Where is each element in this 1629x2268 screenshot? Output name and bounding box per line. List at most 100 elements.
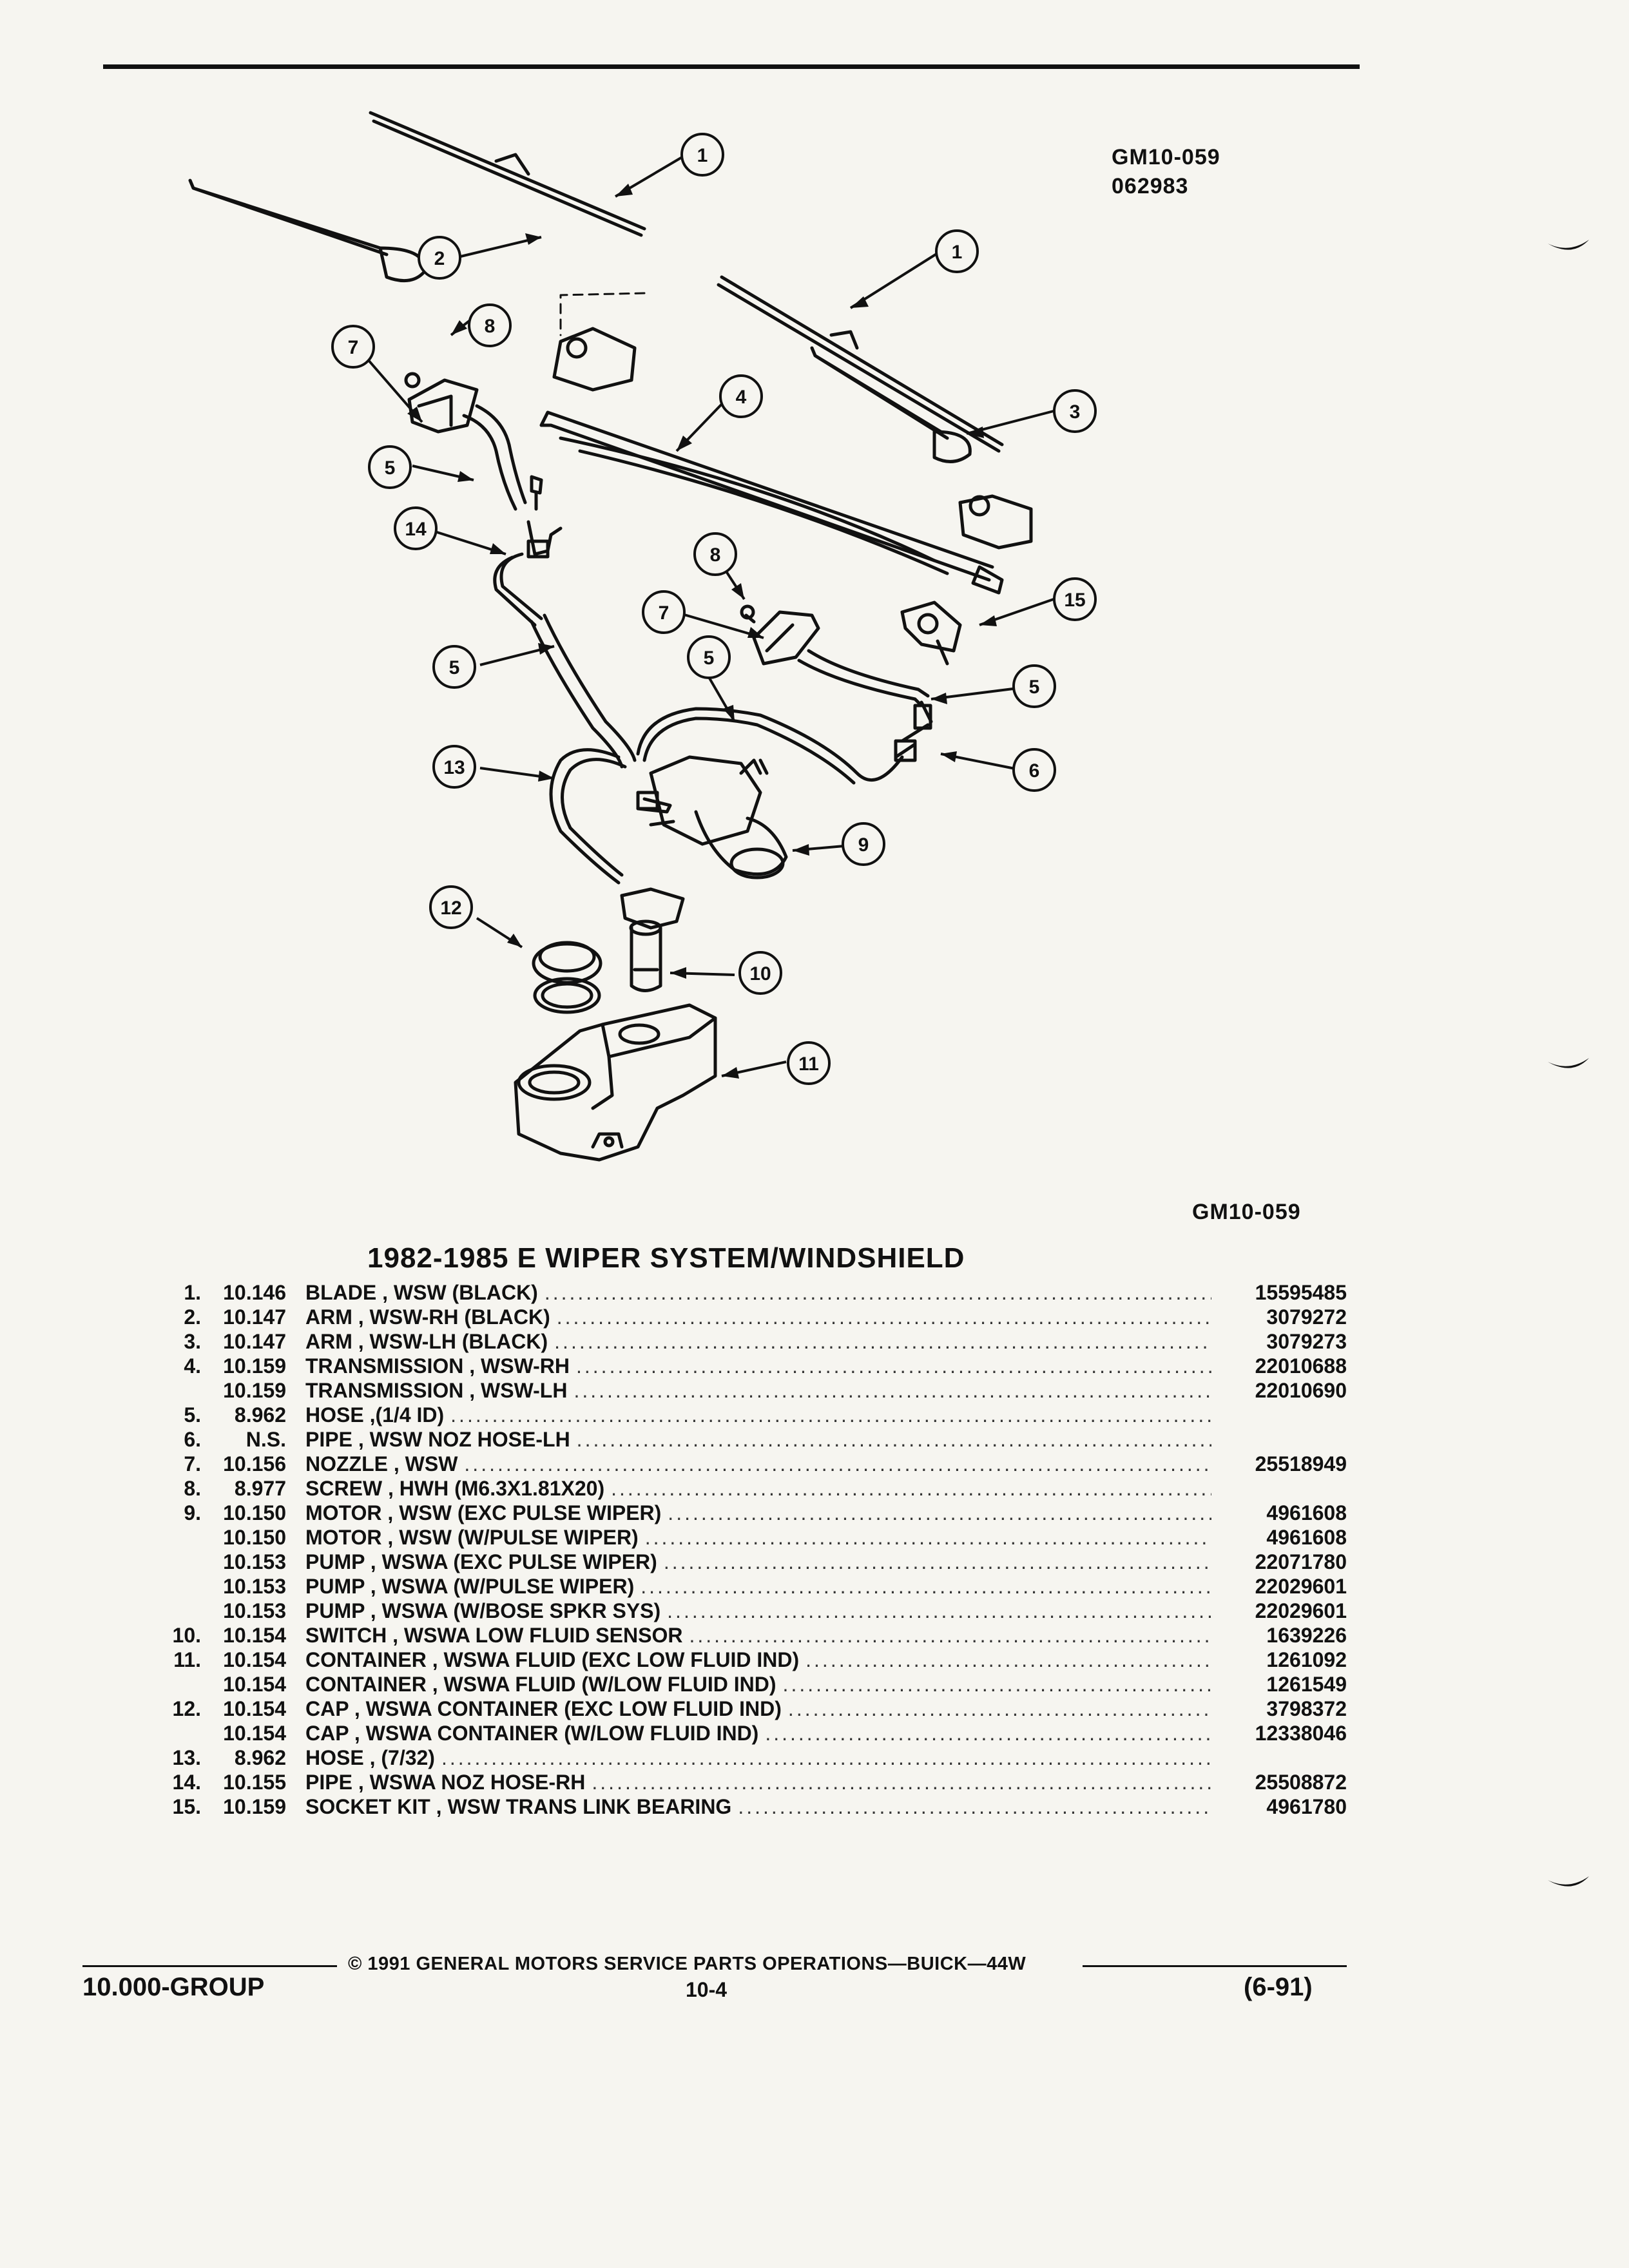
item-number: 1. — [184, 1281, 201, 1304]
page-title: 1982-1985 E WIPER SYSTEM/WINDSHIELD — [367, 1242, 965, 1274]
part-number: 22010690 — [1255, 1379, 1347, 1402]
part-description: SCREW , HWH (M6.3X1.81X20) — [305, 1477, 605, 1500]
item-number: 8. — [184, 1477, 201, 1500]
part-description: HOSE ,(1/4 ID) — [305, 1403, 445, 1427]
leader-dots: ........................................… — [668, 1501, 1211, 1524]
description-cell: ARM , WSW-LH (BLACK)....................… — [305, 1330, 1211, 1354]
top-rule — [103, 64, 1360, 69]
hose-middle — [636, 707, 904, 785]
reservoir-cap — [532, 941, 602, 1014]
description-cell: NOZZLE , WSW............................… — [305, 1452, 1211, 1476]
figure-id-top: GM10-059 — [1112, 145, 1220, 169]
svg-text:15: 15 — [1064, 590, 1085, 611]
part-number: 22071780 — [1255, 1550, 1347, 1573]
group-code: 10.159 — [223, 1379, 286, 1402]
svg-text:7: 7 — [659, 602, 670, 624]
part-number: 22029601 — [1255, 1599, 1347, 1622]
part-description: BLADE , WSW (BLACK) — [305, 1281, 538, 1304]
group-code: 10.153 — [223, 1599, 286, 1622]
group-code: 10.153 — [223, 1575, 286, 1598]
leader-dots: ........................................… — [592, 1771, 1211, 1794]
part-description: MOTOR , WSW (EXC PULSE WIPER) — [305, 1501, 662, 1524]
part-number: 4961608 — [1266, 1526, 1347, 1549]
binding-mark — [1548, 240, 1589, 250]
part-description: HOSE , (7/32) — [305, 1746, 435, 1769]
part-number: 25518949 — [1255, 1452, 1347, 1475]
svg-text:12: 12 — [440, 898, 461, 919]
part-description: ARM , WSW-RH (BLACK) — [305, 1305, 550, 1329]
part-description: PUMP , WSWA (W/BOSE SPKR SYS) — [305, 1599, 661, 1622]
leader-dots: ........................................… — [667, 1599, 1211, 1622]
screw — [530, 475, 543, 511]
parts-row: 10.150 MOTOR , WSW (W/PULSE WIPER).......… — [148, 1526, 1347, 1550]
description-cell: PUMP , WSWA (EXC PULSE WIPER)...........… — [305, 1550, 1211, 1574]
callout-10: 10 — [738, 951, 782, 995]
item-number: 9. — [184, 1501, 201, 1524]
item-number: 14. — [172, 1771, 201, 1794]
figure-date-code: 062983 — [1112, 174, 1189, 198]
svg-text:8: 8 — [485, 316, 496, 337]
group-code: 10.150 — [223, 1526, 286, 1549]
svg-text:11: 11 — [798, 1053, 819, 1075]
description-cell: CAP , WSWA CONTAINER (W/LOW FLUID IND)..… — [305, 1722, 1211, 1745]
nozzle-right — [740, 604, 820, 666]
group-code: 10.159 — [223, 1795, 286, 1818]
group-code: 10.154 — [223, 1697, 286, 1720]
figure-id-bottom: GM10-059 — [1192, 1200, 1301, 1224]
description-cell: CAP , WSWA CONTAINER (EXC LOW FLUID IND)… — [305, 1697, 1211, 1721]
callout-13: 13 — [432, 745, 476, 789]
part-number: 3798372 — [1266, 1697, 1347, 1720]
description-cell: ARM , WSW-RH (BLACK)....................… — [305, 1305, 1211, 1329]
group-code: 10.150 — [223, 1501, 286, 1524]
leader-dots: ........................................… — [663, 1550, 1211, 1573]
leader-dots: ........................................… — [738, 1795, 1211, 1818]
description-cell: SCREW , HWH (M6.3X1.81X20)..............… — [305, 1477, 1211, 1501]
group-code: 10.154 — [223, 1648, 286, 1671]
callout-11: 11 — [787, 1041, 831, 1085]
leader-dots: ........................................… — [689, 1624, 1211, 1647]
part-description: NOZZLE , WSW — [305, 1452, 458, 1475]
copyright: © 1991 GENERAL MOTORS SERVICE PARTS OPER… — [348, 1954, 1027, 1974]
parts-row: 8. 8.977 SCREW , HWH (M6.3X1.81X20).......… — [148, 1477, 1347, 1501]
group-code: 8.977 — [234, 1477, 286, 1500]
part-number: 3079272 — [1266, 1305, 1347, 1329]
pipe-nozzle-hose-rh — [493, 520, 563, 627]
group-code: N.S. — [246, 1428, 286, 1451]
callout-1b: 1 — [935, 229, 979, 273]
item-number: 15. — [172, 1795, 201, 1818]
leader-dots: ........................................… — [576, 1428, 1211, 1451]
leader-dots: ........................................… — [787, 1697, 1211, 1720]
part-number: 25508872 — [1255, 1771, 1347, 1794]
parts-row: 9. 10.150 MOTOR , WSW (EXC PULSE WIPER)...… — [148, 1501, 1347, 1526]
callout-12: 12 — [429, 885, 473, 929]
svg-text:8: 8 — [710, 544, 721, 566]
part-number: 1639226 — [1266, 1624, 1347, 1647]
part-number: 1261549 — [1266, 1673, 1347, 1696]
leader-dots: ........................................… — [611, 1477, 1211, 1500]
item-number: 5. — [184, 1403, 201, 1427]
description-cell: MOTOR , WSW (W/PULSE WIPER).............… — [305, 1526, 1211, 1550]
page-number: 10-4 — [686, 1978, 728, 2001]
leader-dots: ........................................… — [544, 1281, 1211, 1304]
description-cell: HOSE , (7/32)...........................… — [305, 1746, 1211, 1770]
svg-text:5: 5 — [704, 648, 715, 669]
svg-text:3: 3 — [1070, 401, 1081, 423]
part-description: CONTAINER , WSWA FLUID (W/LOW FLUID IND) — [305, 1673, 776, 1696]
washer-fluid-container — [514, 1003, 717, 1162]
callout-8b: 8 — [693, 532, 737, 576]
callout-3: 3 — [1053, 389, 1097, 433]
svg-text:10: 10 — [749, 963, 771, 985]
svg-text:9: 9 — [858, 834, 869, 856]
item-number: 10. — [172, 1624, 201, 1647]
callout-14: 14 — [394, 506, 438, 550]
